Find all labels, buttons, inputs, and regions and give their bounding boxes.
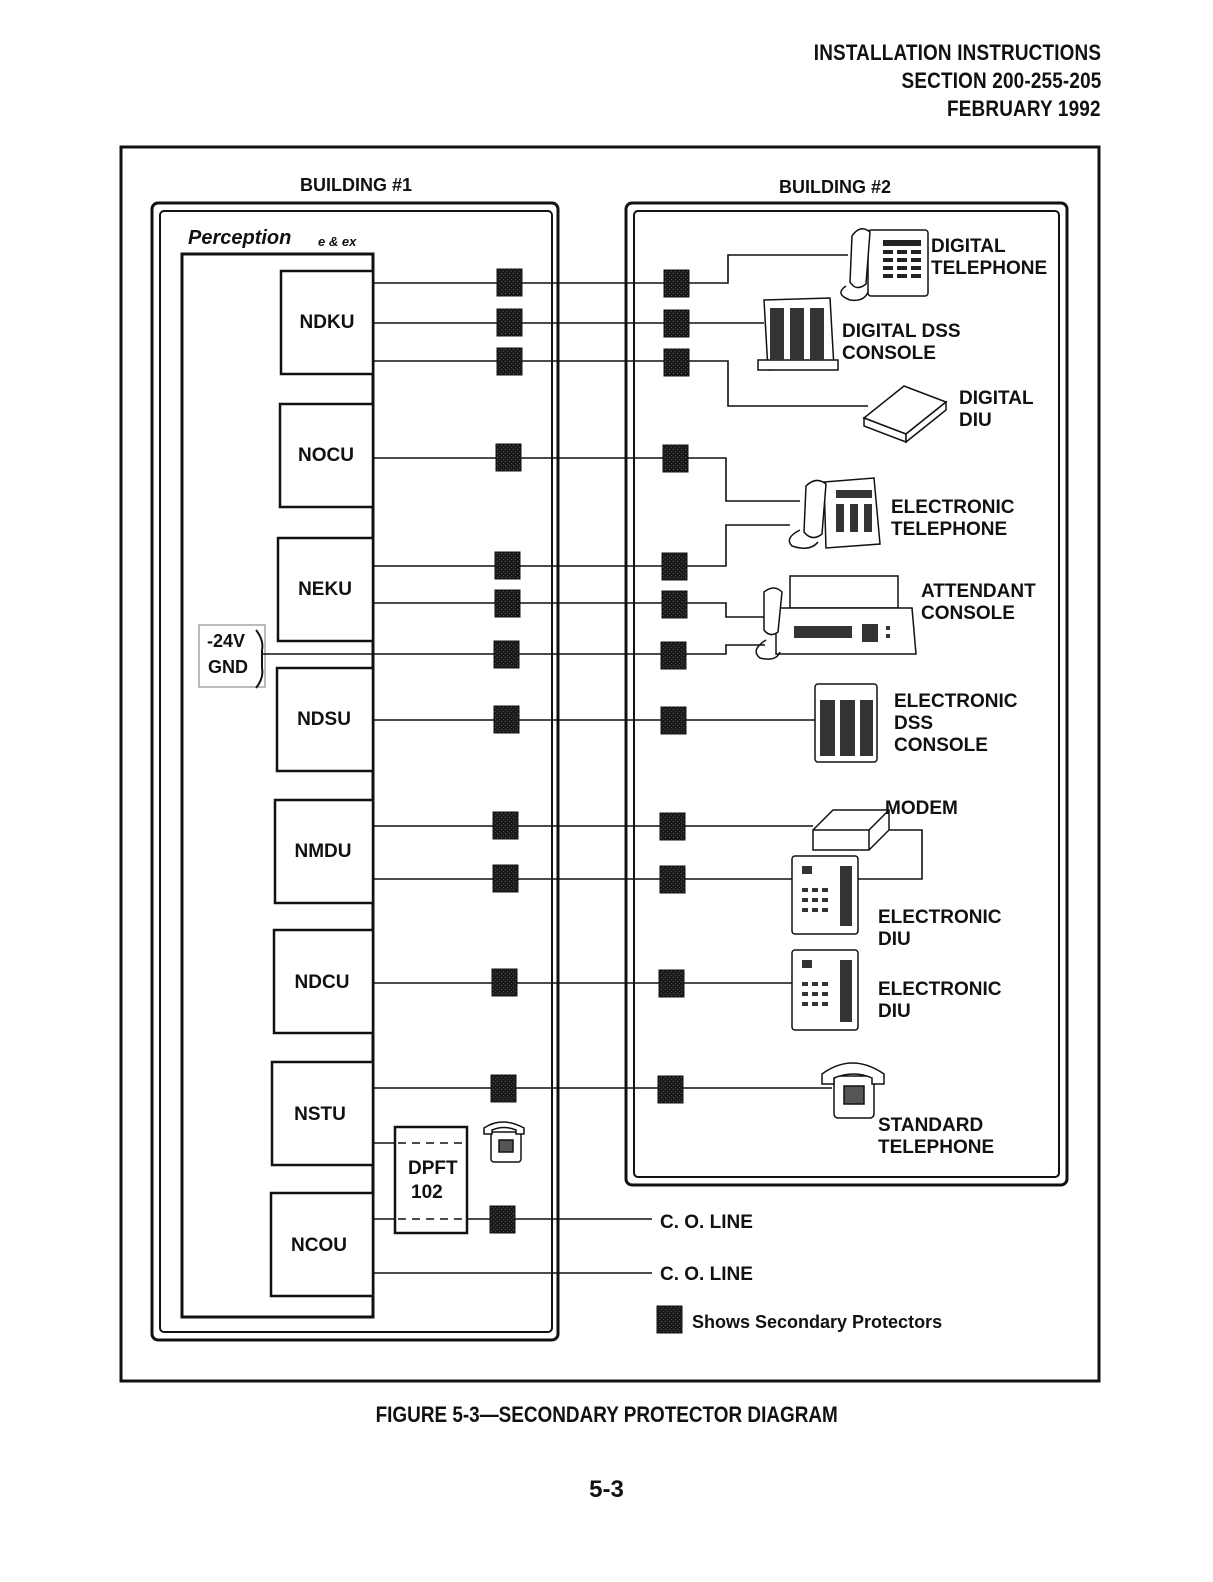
unit-label-nocu: NOCU — [298, 445, 354, 466]
figure-caption: FIGURE 5-3—SECONDARY PROTECTOR DIAGRAM — [0, 1402, 1213, 1428]
protector-square-icon — [493, 705, 520, 734]
protector-square-icon — [489, 1205, 516, 1234]
unit-label-nmdu: NMDU — [295, 841, 352, 862]
device-label: ELECTRONIC — [891, 497, 1015, 518]
dss-console-icon — [757, 297, 839, 371]
building2-frame — [624, 201, 1069, 1187]
protector-square-icon — [496, 268, 523, 297]
unit-box-nstu — [270, 1060, 375, 1167]
dpft-label: DPFT — [408, 1158, 458, 1179]
device-label: DIGITAL — [931, 236, 1006, 257]
outer-frame — [119, 145, 1101, 1383]
unit-box-neku — [276, 536, 375, 643]
power-label-gnd: GND — [208, 657, 248, 677]
header-line-date: FEBRUARY 1992 — [947, 96, 1101, 121]
co-line-label: C. O. LINE — [660, 1212, 753, 1233]
device-label: DIGITAL — [959, 388, 1034, 409]
unit-label-ndsu: NDSU — [297, 709, 351, 730]
protector-square-icon — [663, 269, 690, 298]
electronic-dss-console-icon — [814, 683, 878, 763]
protector-square-icon — [659, 812, 686, 841]
header-line-section: SECTION 200-255-205 — [901, 68, 1101, 93]
protector-square-icon — [491, 968, 518, 997]
unit-box-ndku — [279, 269, 375, 376]
co-line-label: C. O. LINE — [660, 1264, 753, 1285]
building2-label: BUILDING #2 — [779, 177, 891, 197]
digital-telephone-icon — [840, 228, 929, 302]
protector-square-icon — [663, 309, 690, 338]
device-label: DIU — [878, 1001, 911, 1022]
unit-label-neku: NEKU — [298, 579, 352, 600]
device-label: CONSOLE — [894, 735, 988, 756]
legend-label: Shows Secondary Protectors — [692, 1312, 942, 1332]
system-name: Perception — [188, 227, 291, 249]
electronic-diu-icon — [791, 855, 859, 935]
dpft-number: 102 — [411, 1182, 443, 1203]
protector-square-icon — [496, 308, 523, 337]
system-suffix: e & ex — [318, 234, 357, 249]
building1-label: BUILDING #1 — [300, 175, 412, 195]
unit-box-ncou — [269, 1191, 375, 1298]
device-label: TELEPHONE — [931, 258, 1047, 279]
protector-square-icon — [492, 811, 519, 840]
standard-telephone-icon — [483, 1121, 525, 1163]
unit-label-nstu: NSTU — [294, 1104, 346, 1125]
protector-square-icon — [659, 865, 686, 894]
protector-square-icon — [493, 640, 520, 669]
diu-box-icon — [862, 385, 948, 444]
protector-square-icon — [663, 348, 690, 377]
protectors-building1 — [489, 268, 523, 1234]
power-label-24v: -24V — [207, 631, 245, 651]
protector-square-icon — [662, 444, 689, 473]
protector-square-icon — [660, 706, 687, 735]
protector-square-icon — [660, 641, 687, 670]
standard-telephone-icon — [821, 1062, 885, 1119]
device-label: CONSOLE — [921, 603, 1015, 624]
unit-box-nocu — [278, 402, 375, 509]
device-label: ELECTRONIC — [894, 691, 1018, 712]
unit-box-nmdu — [273, 798, 375, 905]
power-box — [198, 624, 266, 689]
dpft-102-box — [393, 1125, 469, 1235]
unit-label-ncou: NCOU — [291, 1235, 347, 1256]
page-number: 5-3 — [589, 1476, 624, 1503]
device-label: DIU — [878, 929, 911, 950]
device-label: TELEPHONE — [878, 1137, 994, 1158]
device-label: ELECTRONIC — [878, 979, 1002, 1000]
device-label: DIU — [959, 410, 992, 431]
device-label: TELEPHONE — [891, 519, 1007, 540]
electronic-diu-icon — [791, 949, 859, 1031]
device-label: MODEM — [885, 798, 958, 819]
device-label: DIGITAL DSS — [842, 321, 961, 342]
protector-square-icon — [658, 969, 685, 998]
device-label: STANDARD — [878, 1115, 983, 1136]
unit-label-ndcu: NDCU — [295, 972, 350, 993]
device-label: DSS — [894, 713, 933, 734]
protector-square-icon — [661, 590, 688, 619]
unit-box-ndcu — [272, 928, 375, 1035]
modem-icon — [812, 809, 890, 851]
header-line-title: INSTALLATION INSTRUCTIONS — [813, 40, 1101, 65]
protector-square-icon — [495, 443, 522, 472]
device-label: ELECTRONIC — [878, 907, 1002, 928]
unit-label-ndku: NDKU — [300, 312, 355, 333]
protector-square-icon — [490, 1074, 517, 1103]
protector-square-icon — [657, 1075, 684, 1104]
electronic-telephone-icon — [788, 477, 881, 549]
protectors-building2 — [657, 269, 690, 1104]
device-label: CONSOLE — [842, 343, 936, 364]
figure-caption-text: FIGURE 5-3—SECONDARY PROTECTOR DIAGRAM — [375, 1402, 838, 1427]
protector-square-icon — [661, 552, 688, 581]
attendant-console-icon — [755, 575, 917, 660]
building1-frame — [150, 201, 560, 1342]
device-label: ATTENDANT — [921, 581, 1036, 602]
protector-square-icon — [492, 864, 519, 893]
protector-square-icon — [494, 551, 521, 580]
protector-square-icon — [496, 347, 523, 376]
protector-square-icon — [494, 589, 521, 618]
protector-square-icon — [656, 1305, 683, 1334]
